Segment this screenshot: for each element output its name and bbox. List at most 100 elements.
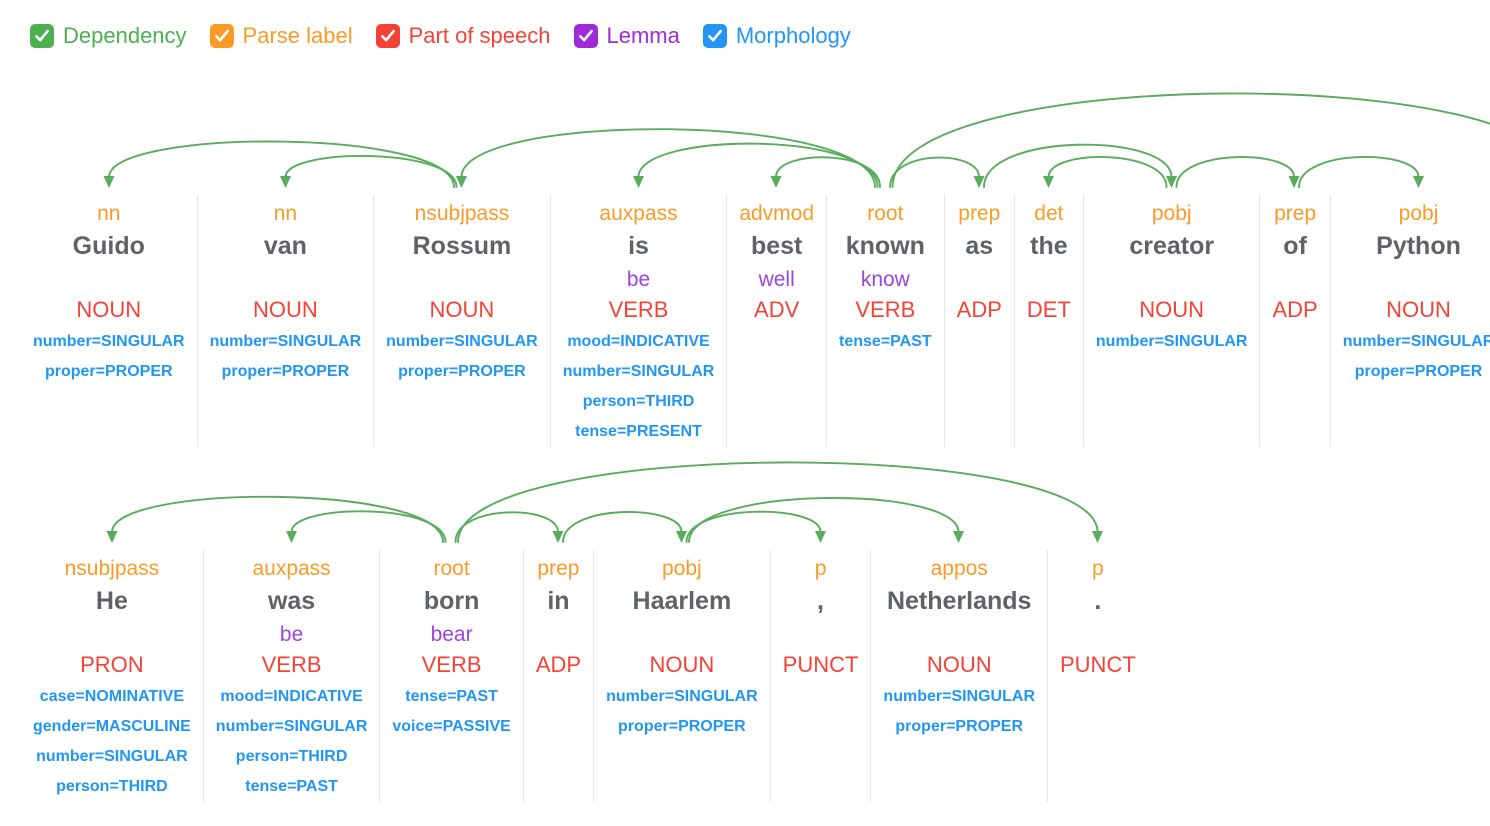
legend-item-lemma[interactable]: Lemma bbox=[573, 23, 680, 49]
token-word: Haarlem bbox=[632, 587, 732, 615]
token-word: Guido bbox=[72, 232, 145, 260]
arc-arrowhead-icon bbox=[552, 531, 564, 543]
token-pos: ADP bbox=[956, 297, 1002, 322]
dependency-arc bbox=[284, 155, 458, 188]
parse-label: p bbox=[1092, 557, 1104, 580]
token-lemma: know bbox=[860, 268, 910, 291]
morph-feature: number=SINGULAR bbox=[386, 333, 538, 350]
dependency-arc bbox=[1298, 156, 1420, 188]
token-pos: PUNCT bbox=[782, 652, 859, 677]
arc-arrowhead-icon bbox=[770, 176, 782, 188]
morph-feature: proper=PROPER bbox=[221, 363, 350, 380]
arc-arrowhead-icon bbox=[973, 176, 985, 188]
token-pos: ADP bbox=[535, 652, 582, 677]
legend-label: Morphology bbox=[735, 23, 851, 48]
morph-feature: number=SINGULAR bbox=[36, 748, 188, 765]
token-pos: ADV bbox=[754, 297, 800, 322]
checkbox-part-of-speech[interactable] bbox=[375, 24, 400, 48]
dependency-arcs-svg bbox=[106, 461, 1103, 543]
checkbox-lemma[interactable] bbox=[573, 24, 598, 48]
token-word: in bbox=[547, 587, 570, 615]
token-lemma bbox=[1027, 266, 1071, 297]
legend-item-morphology[interactable]: Morphology bbox=[702, 23, 851, 49]
dependency-arc bbox=[891, 92, 1490, 188]
checkbox-parse-label[interactable] bbox=[209, 24, 234, 48]
token-lemma bbox=[606, 621, 758, 652]
morph-feature: tense=PAST bbox=[405, 688, 498, 705]
legend-label: Dependency bbox=[63, 23, 187, 48]
arc-arrowhead-icon bbox=[106, 531, 118, 543]
parse-label: det bbox=[1034, 202, 1064, 225]
token-pos: VERB bbox=[421, 652, 482, 677]
parse-label: advmod bbox=[739, 202, 815, 225]
checkbox-dependency[interactable] bbox=[30, 24, 54, 48]
dependency-arc bbox=[290, 510, 447, 543]
token-lemma bbox=[783, 621, 859, 652]
token-word: . bbox=[1094, 587, 1102, 615]
parse-label: pobj bbox=[662, 557, 702, 580]
morph-feature: number=SINGULAR bbox=[209, 333, 362, 350]
token-pos: NOUN bbox=[1386, 297, 1451, 322]
token-word: Python bbox=[1376, 232, 1461, 260]
token-word: was bbox=[267, 587, 316, 615]
dependency-arc bbox=[1047, 156, 1168, 188]
dependency-arc bbox=[983, 143, 1173, 188]
parse-label: prep bbox=[958, 202, 1001, 225]
arc-arrowhead-icon bbox=[676, 531, 687, 543]
token-lemma bbox=[386, 266, 538, 297]
morph-feature: proper=PROPER bbox=[398, 363, 526, 380]
arc-arrowhead-icon bbox=[1092, 531, 1103, 543]
morph-feature: number=SINGULAR bbox=[1095, 333, 1248, 350]
legend-item-dependency[interactable]: Dependency bbox=[30, 23, 187, 49]
morph-feature: proper=PROPER bbox=[1354, 363, 1483, 380]
token-lemma bbox=[883, 621, 1035, 652]
legend-label: Part of speech bbox=[408, 23, 551, 48]
legend-item-parse-label[interactable]: Parse label bbox=[209, 23, 353, 49]
token-word: born bbox=[423, 587, 480, 615]
token-word: van bbox=[263, 232, 307, 260]
morph-feature: number=SINGULAR bbox=[606, 688, 758, 705]
token-word: Rossum bbox=[412, 232, 512, 260]
token-pos: NOUN bbox=[76, 297, 142, 322]
legend-label: Parse label bbox=[242, 23, 353, 48]
morph-feature: proper=PROPER bbox=[895, 718, 1023, 735]
dependency-arc bbox=[111, 495, 444, 543]
legend-item-part-of-speech[interactable]: Part of speech bbox=[375, 23, 551, 49]
morph-feature: tense=PAST bbox=[245, 778, 338, 795]
token-pos: PRON bbox=[80, 652, 144, 677]
token-pos: VERB bbox=[855, 297, 916, 322]
morph-feature: person=THIRD bbox=[582, 393, 695, 410]
token-lemma bbox=[210, 266, 362, 297]
legend-label: Lemma bbox=[606, 23, 680, 48]
checkbox-morphology[interactable] bbox=[702, 24, 727, 48]
morph-feature: tense=PAST bbox=[839, 333, 932, 350]
token-lemma: bear bbox=[430, 623, 473, 646]
arc-arrowhead-icon bbox=[103, 176, 115, 188]
token-lemma: well bbox=[758, 268, 795, 291]
arc-arrowhead-icon bbox=[633, 176, 644, 188]
morph-feature: number=SINGULAR bbox=[562, 363, 715, 380]
token-word: Netherlands bbox=[886, 587, 1032, 615]
parse-label: prep bbox=[1274, 202, 1317, 225]
morph-feature: number=SINGULAR bbox=[883, 688, 1035, 705]
token-word: , bbox=[817, 587, 824, 615]
arc-arrowhead-icon bbox=[456, 176, 467, 188]
parse-label: auxpass bbox=[252, 557, 331, 580]
dependency-arc bbox=[688, 497, 960, 543]
token-word: known bbox=[845, 232, 925, 260]
dependency-arc bbox=[460, 128, 876, 188]
arc-arrowhead-icon bbox=[286, 531, 297, 543]
token-word: creator bbox=[1129, 232, 1215, 260]
